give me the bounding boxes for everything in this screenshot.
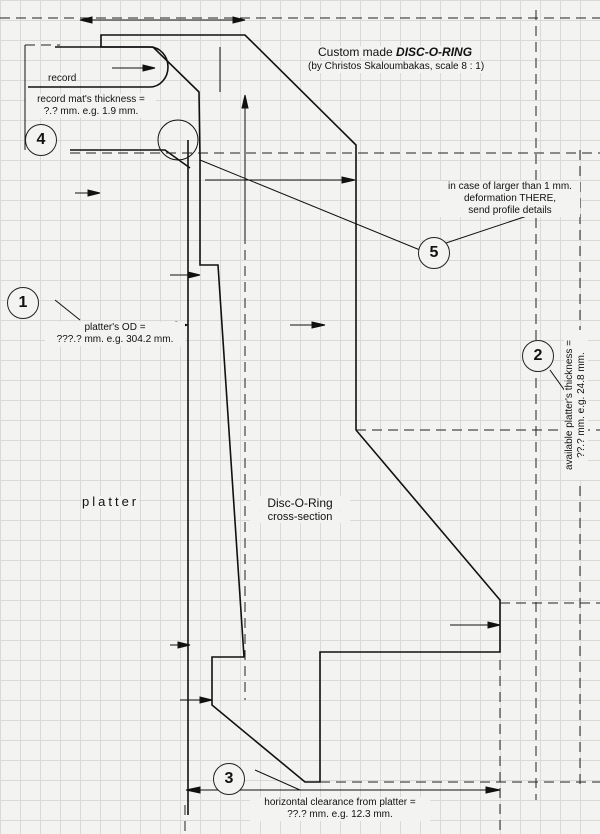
deformation-label-2: deformation THERE, bbox=[440, 193, 580, 205]
ring-label-1: Disc-O-Ring bbox=[250, 496, 350, 510]
od-label-2: ???.? mm. e.g. 304.2 mm. bbox=[45, 334, 185, 346]
clearance-label-2: ??.? mm. e.g. 12.3 mm. bbox=[250, 809, 430, 821]
ring-label-2: cross-section bbox=[250, 511, 350, 523]
od-label-1: platter's OD = bbox=[45, 322, 185, 334]
drawing-subtitle: (by Christos Skaloumbakas, scale 8 : 1) bbox=[308, 61, 485, 73]
drawing-title: Custom made DISC-O-RING bbox=[318, 45, 473, 59]
deformation-circle bbox=[157, 119, 199, 161]
thickness-label-1: available platter's thickness = bbox=[564, 330, 576, 480]
platter-label: platter bbox=[82, 494, 140, 509]
deformation-label-3: send profile details bbox=[440, 205, 580, 217]
title-emphasis: DISC-O-RING bbox=[396, 45, 473, 59]
record-outline bbox=[28, 46, 169, 88]
callout-5: 5 bbox=[418, 237, 450, 269]
callout-4: 4 bbox=[25, 124, 57, 156]
clearance-label-1: horizontal clearance from platter = bbox=[250, 797, 430, 809]
callout-3: 3 bbox=[213, 763, 245, 795]
deformation-label-1: in case of larger than 1 mm. bbox=[440, 181, 580, 193]
record-label: record bbox=[48, 73, 77, 85]
title-prefix: Custom made bbox=[318, 45, 397, 59]
disc-o-ring-profile bbox=[100, 34, 501, 783]
callout-2: 2 bbox=[522, 340, 554, 372]
thickness-label-2: ??.? mm. e.g. 24.8 mm. bbox=[576, 330, 588, 480]
mat-label-2: ?.? mm. e.g. 1.9 mm. bbox=[26, 106, 156, 118]
callout-1: 1 bbox=[7, 287, 39, 319]
mat-line bbox=[70, 149, 191, 169]
mat-label-1: record mat's thickness = bbox=[26, 94, 156, 106]
